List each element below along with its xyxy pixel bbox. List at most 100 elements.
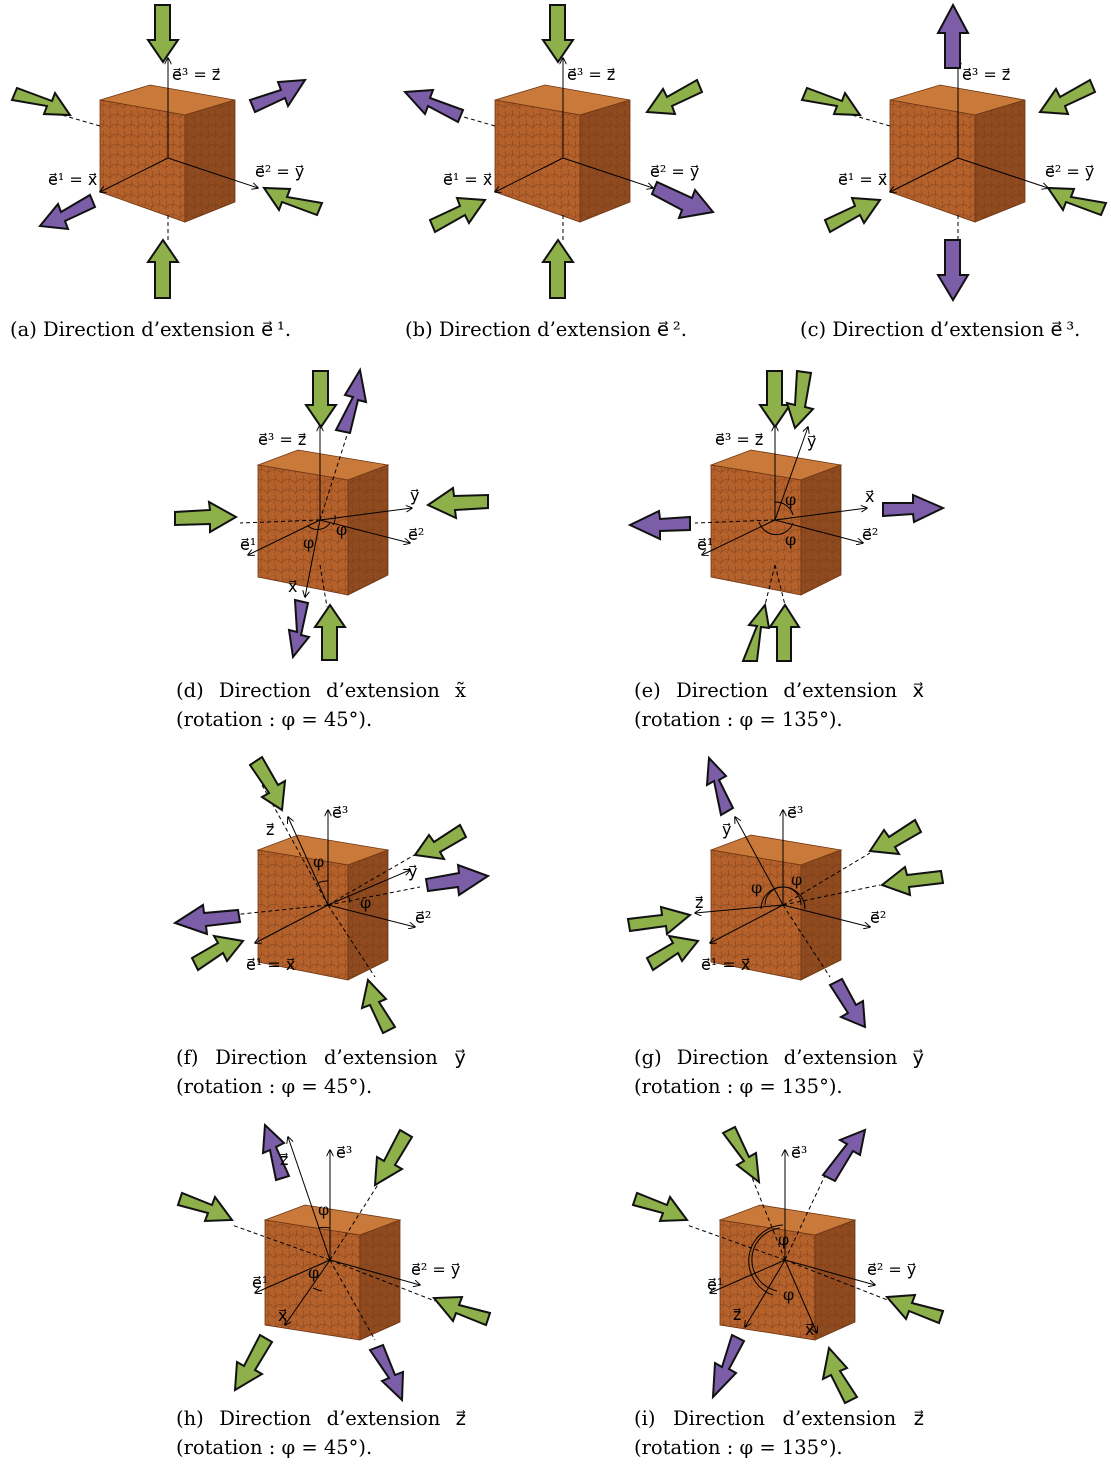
- compression-arrow: [882, 867, 943, 895]
- panel-c-figure: e⃗³ = z⃗ e⃗¹ = x⃗ e⃗² = y⃗: [790, 0, 1111, 350]
- caption-a: (a) Direction d’extension e⃗ ¹.: [10, 315, 291, 344]
- panel-h-figure: z⃗ e⃗³ e⃗¹ e⃗² = y⃗ x⃗ φ φ: [170, 1125, 510, 1405]
- cube: [711, 450, 841, 595]
- panel-e-figure: e⃗³ = z⃗ y⃗ e⃗¹ e⃗² x⃗ φ φ: [625, 365, 965, 665]
- compression-arrow: [633, 1193, 687, 1221]
- label-e2: e⃗² = y⃗: [255, 162, 304, 181]
- label-phi: φ: [778, 1230, 789, 1249]
- panel-d-figure: e⃗³ = z⃗ e⃗¹ e⃗² x⃗ y⃗ φ φ: [170, 365, 510, 665]
- compression-arrow: [430, 198, 485, 232]
- extension-arrow: [630, 511, 690, 539]
- extension-arrow: [938, 240, 968, 300]
- extension-arrow: [652, 182, 713, 218]
- compression-arrow: [543, 240, 573, 298]
- label-phi: φ: [751, 878, 762, 897]
- panel-b-figure: e⃗³ = z⃗ e⃗¹ = x⃗ e⃗² = y⃗: [395, 0, 765, 350]
- compression-arrow: [647, 936, 698, 970]
- label-phi: φ: [336, 520, 347, 539]
- compression-arrow: [148, 240, 178, 298]
- compression-arrow: [434, 1297, 490, 1325]
- panel-c: e⃗³ = z⃗ e⃗¹ = x⃗ e⃗² = y⃗ (c) Direction…: [790, 0, 1111, 350]
- extension-arrow: [250, 80, 305, 112]
- label-phi: φ: [313, 852, 324, 871]
- compression-arrow: [178, 1193, 232, 1221]
- compression-arrow: [12, 88, 70, 115]
- label-e1: e⃗¹ = x⃗: [443, 170, 492, 189]
- label-e1: e⃗¹: [707, 1275, 723, 1294]
- label-e3: e⃗³ = z⃗: [962, 65, 1010, 84]
- compression-arrow: [760, 371, 790, 427]
- extension-arrow: [830, 979, 865, 1027]
- compression-arrow: [823, 1348, 857, 1403]
- label-e3: e⃗³ = z⃗: [715, 430, 763, 449]
- compression-arrow: [264, 188, 322, 215]
- label-x: x⃗: [288, 577, 297, 596]
- compression-arrow: [887, 1295, 943, 1323]
- label-e2: e⃗²: [408, 525, 424, 544]
- compression-arrow: [770, 605, 799, 661]
- compression-arrow: [375, 1130, 412, 1185]
- extension-arrow: [707, 758, 733, 815]
- label-y: y⃗: [410, 486, 419, 505]
- label-e1: e⃗¹ = x⃗: [838, 170, 887, 189]
- label-phi: φ: [785, 490, 796, 509]
- panel-i-figure: e⃗³ e⃗¹ e⃗² = y⃗ z⃗ x⃗ φ φ: [625, 1125, 965, 1405]
- extension-arrow: [336, 370, 366, 433]
- compression-arrow: [628, 907, 690, 934]
- extension-arrow: [426, 865, 488, 895]
- compression-arrow: [415, 825, 466, 859]
- label-e2: e⃗²: [415, 908, 431, 927]
- compression-arrow: [647, 80, 702, 114]
- panel-a-figure: e⃗³ = z⃗ e⃗¹ = x⃗ e⃗² = y⃗: [0, 0, 370, 350]
- label-e3: e⃗³: [332, 803, 348, 822]
- label-e3: e⃗³ = z⃗: [172, 65, 220, 84]
- label-x: x⃗: [278, 1306, 287, 1325]
- label-e2y: e⃗² = y⃗: [867, 1260, 916, 1279]
- label-e2: e⃗²: [870, 908, 886, 927]
- label-phi: φ: [308, 1263, 319, 1282]
- label-z: z⃗: [733, 1305, 741, 1324]
- panel-g-figure: y⃗ e⃗³ z⃗ e⃗² e⃗¹ = x⃗ φ φ: [625, 755, 965, 1035]
- label-phi: φ: [318, 1200, 329, 1219]
- label-e1: e⃗¹: [697, 535, 713, 554]
- label-e3: e⃗³: [791, 1143, 807, 1162]
- compression-arrow: [362, 980, 395, 1033]
- label-e3: e⃗³ = z⃗: [567, 65, 615, 84]
- compression-arrow: [306, 371, 336, 427]
- compression-arrow: [315, 605, 345, 660]
- compression-arrow: [870, 820, 921, 854]
- label-z: z⃗: [266, 820, 274, 839]
- label-e3: e⃗³ = z⃗: [258, 430, 306, 449]
- extension-arrow: [175, 905, 240, 934]
- cube: [258, 450, 388, 595]
- compression-arrow: [787, 371, 813, 428]
- label-e2y: e⃗² = y⃗: [411, 1260, 460, 1279]
- compression-arrow: [802, 88, 860, 115]
- label-y: y⃗: [722, 820, 731, 839]
- extension-arrow: [40, 195, 95, 229]
- label-phi: φ: [303, 533, 314, 552]
- extension-arrow: [370, 1345, 403, 1400]
- compression-arrow: [148, 5, 178, 62]
- label-phi: φ: [785, 530, 796, 549]
- compression-arrow: [1040, 80, 1095, 114]
- label-z: z⃗: [695, 893, 703, 912]
- caption-h: (h)Directiond’extensionz⃗ (rotation : φ …: [176, 1404, 466, 1462]
- compression-arrow: [175, 502, 236, 532]
- label-y: y⃗: [408, 862, 417, 881]
- extension-arrow: [938, 5, 968, 68]
- label-phi: φ: [360, 893, 371, 912]
- extension-arrow: [289, 600, 309, 657]
- label-e1: e⃗¹: [252, 1273, 268, 1292]
- label-x: x⃗: [865, 487, 874, 506]
- compression-arrow: [825, 198, 880, 232]
- extension-arrow: [823, 1130, 865, 1181]
- panel-f-figure: z⃗ e⃗³ y⃗ e⃗² e⃗¹ = x⃗ φ φ: [170, 755, 510, 1035]
